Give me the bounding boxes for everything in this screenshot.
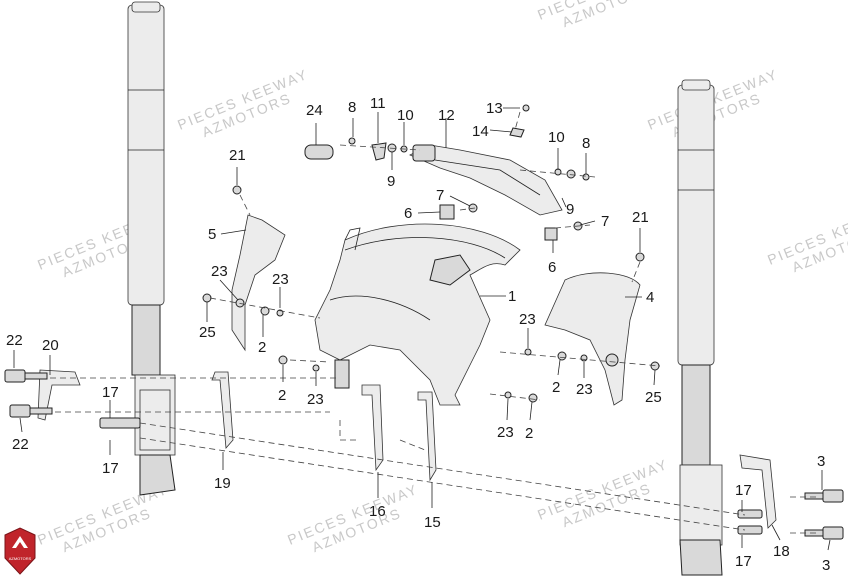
callout-8-left: 8 [348,99,356,116]
callout-19: 19 [214,475,231,492]
callout-16: 16 [369,503,386,520]
callout-2-b: 2 [278,387,286,404]
callout-23-d: 23 [307,391,324,408]
callout-22-top: 22 [6,332,23,349]
lower-brackets [361,384,437,482]
callout-13: 13 [486,100,503,117]
callout-23-b: 23 [272,271,289,288]
callout-20: 20 [42,337,59,354]
watermark-top-right: PIECES KEEWAYAZMOTORS [645,66,786,148]
callout-7-right: 7 [601,213,609,230]
callout-17-b: 17 [102,460,119,477]
watermark-right: PIECES KEEWAYAZMOTORS [765,201,848,283]
callout-21-right: 21 [632,209,649,226]
callout-10-left: 10 [397,107,414,124]
small-hardware [202,104,660,403]
callout-8-right: 8 [582,135,590,152]
svg-text:AZMOTORS: AZMOTORS [9,556,32,561]
callout-21-left: 21 [229,147,246,164]
callout-25-left: 25 [199,324,216,341]
left-stays [37,369,234,449]
left-fork-tube [127,1,176,496]
callout-17-a: 17 [102,384,119,401]
callout-10-right: 10 [548,129,565,146]
callout-6-left: 6 [404,205,412,222]
callout-25-right: 25 [645,389,662,406]
callout-9-right: 9 [566,201,574,218]
callout-18: 18 [773,543,790,560]
callout-2-a: 2 [258,339,266,356]
callout-3-top: 3 [817,453,825,470]
assembly-lines [50,111,820,534]
azmotors-logo: AZMOTORS [4,527,36,575]
callout-labels: 24 8 11 10 12 13 14 9 10 8 21 7 6 9 7 21… [6,95,830,574]
callout-14: 14 [472,123,489,140]
callout-17-c: 17 [735,482,752,499]
watermark-bottom-right: PIECES KEEWAYAZMOTORS [535,456,676,538]
watermark-top-left: PIECES KEEWAYAZMOTORS [175,66,316,148]
callout-12: 12 [438,107,455,124]
callout-23-a: 23 [211,263,228,280]
visor-bracket [409,144,563,216]
left-side-panel [231,214,286,352]
leader-lines [13,107,831,551]
watermark-bottom-center: PIECES KEEWAYAZMOTORS [285,481,426,563]
callout-17-d: 17 [735,553,752,570]
callout-2-c: 2 [552,379,560,396]
right-side-panel [544,272,641,406]
callout-4: 4 [646,289,654,306]
watermark-center: PIECES KEEWAYAZMOTORS [535,0,676,38]
callout-24: 24 [306,102,323,119]
front-fender [314,223,521,406]
callout-7-left: 7 [436,187,444,204]
callout-9-left: 9 [387,173,395,190]
callout-15: 15 [424,514,441,531]
bolts [4,369,844,540]
callout-5: 5 [208,226,216,243]
callout-22-bottom: 22 [12,436,29,453]
right-stay [737,454,777,535]
callout-3-bottom: 3 [822,557,830,574]
right-fork-tube [677,79,723,576]
callout-23-f: 23 [497,424,514,441]
callout-23-e: 23 [576,381,593,398]
callout-6-right: 6 [548,259,556,276]
callout-23-c: 23 [519,311,536,328]
callout-1: 1 [508,288,516,305]
callout-11: 11 [370,95,386,112]
callout-2-d: 2 [525,425,533,442]
